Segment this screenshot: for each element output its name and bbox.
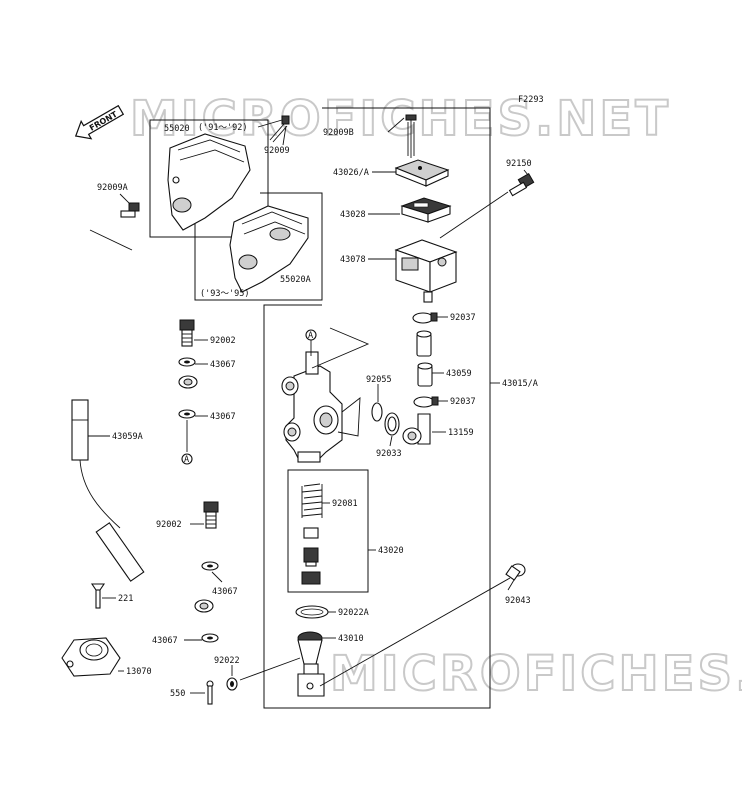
callout-43010: 43010 [338,634,364,644]
callout-550: 550 [170,689,185,699]
callout-92037-upper: 92037 [450,313,476,323]
callout-43067-a: 43067 [210,360,236,370]
callout-13070: 13070 [126,667,152,677]
cotter-pin-550 [206,680,214,705]
clamp-92037-lower [413,396,439,408]
callout-92009B: 92009B [323,128,354,138]
banjo-bolt-92002-lower [203,501,219,529]
piston-kit-box [287,469,369,593]
fitting-13159 [402,413,431,445]
diaphragm-43028 [400,197,452,223]
callout-43067-d: 43067 [152,636,178,646]
callout-92033: 92033 [376,449,402,459]
watermark-bottom: MICROFICHES.NET [330,646,742,702]
guard-box-91-92 [149,119,269,238]
seal-92033 [384,412,400,436]
screw-221 [90,583,106,609]
spring-92081 [301,483,323,518]
brake-hose-43059A [71,341,214,613]
callout-43059: 43059 [446,369,472,379]
pin-92043 [505,563,526,581]
ref-a-lower: A [184,455,189,465]
front-arrow-icon: FRONT [74,104,125,140]
callout-43067-c: 43067 [212,587,238,597]
ref-a-lower-icon [181,453,193,465]
snap-ring-92022A [295,605,329,619]
reservoir-cap-43026A [394,159,450,187]
bolt-92009B [405,114,417,158]
hose-piece [416,330,432,357]
callout-43026A: 43026/A [333,168,369,178]
master-cylinder-group-box [263,107,491,709]
callout-13159: 13159 [448,428,474,438]
washer-92022 [226,677,238,691]
callout-92002-lower: 92002 [156,520,182,530]
banjo-bolt-92002-upper [179,319,195,347]
callout-55020A-years: ('93～'95) [200,289,249,299]
watermark-top: MICROFICHES.NET [130,91,671,147]
callout-55020A: 55020A [280,275,311,285]
callout-92037-lower: 92037 [450,397,476,407]
piston-cup [301,527,321,585]
callout-55020: 55020 [164,124,190,134]
callout-92002-upper: 92002 [210,336,236,346]
callout-92150: 92150 [506,159,532,169]
reservoir-43078 [394,239,458,303]
callout-92043: 92043 [505,596,531,606]
ref-a-upper: A [308,331,313,341]
guard-box-93-95 [194,192,323,301]
callout-55020-years: ('91～'92) [198,123,247,133]
callout-221: 221 [118,594,133,604]
callout-92055: 92055 [366,375,392,385]
master-cylinder-body [281,351,343,463]
o-ring-92055 [371,402,383,422]
guard-55020A [229,205,309,293]
callout-92081: 92081 [332,499,358,509]
guard-55020 [167,133,251,231]
callout-43078: 43078 [340,255,366,265]
callout-43015A: 43015/A [502,379,538,389]
callout-92009: 92009 [264,146,290,156]
callout-92022A: 92022A [338,608,369,618]
bolt-92009A [120,202,140,218]
clamp-13070 [61,637,121,677]
hose-43059 [417,362,433,387]
bolt-92150 [508,172,535,197]
callout-92009A: 92009A [97,183,128,193]
clamp-92037-upper [412,312,438,324]
callout-43020: 43020 [378,546,404,556]
callout-43067-b: 43067 [210,412,236,422]
callout-92022: 92022 [214,656,240,666]
callout-43059A: 43059A [112,432,143,442]
push-rod-43010 [297,631,325,697]
diagram-code: F2293 [518,95,544,105]
callout-43028: 43028 [340,210,366,220]
